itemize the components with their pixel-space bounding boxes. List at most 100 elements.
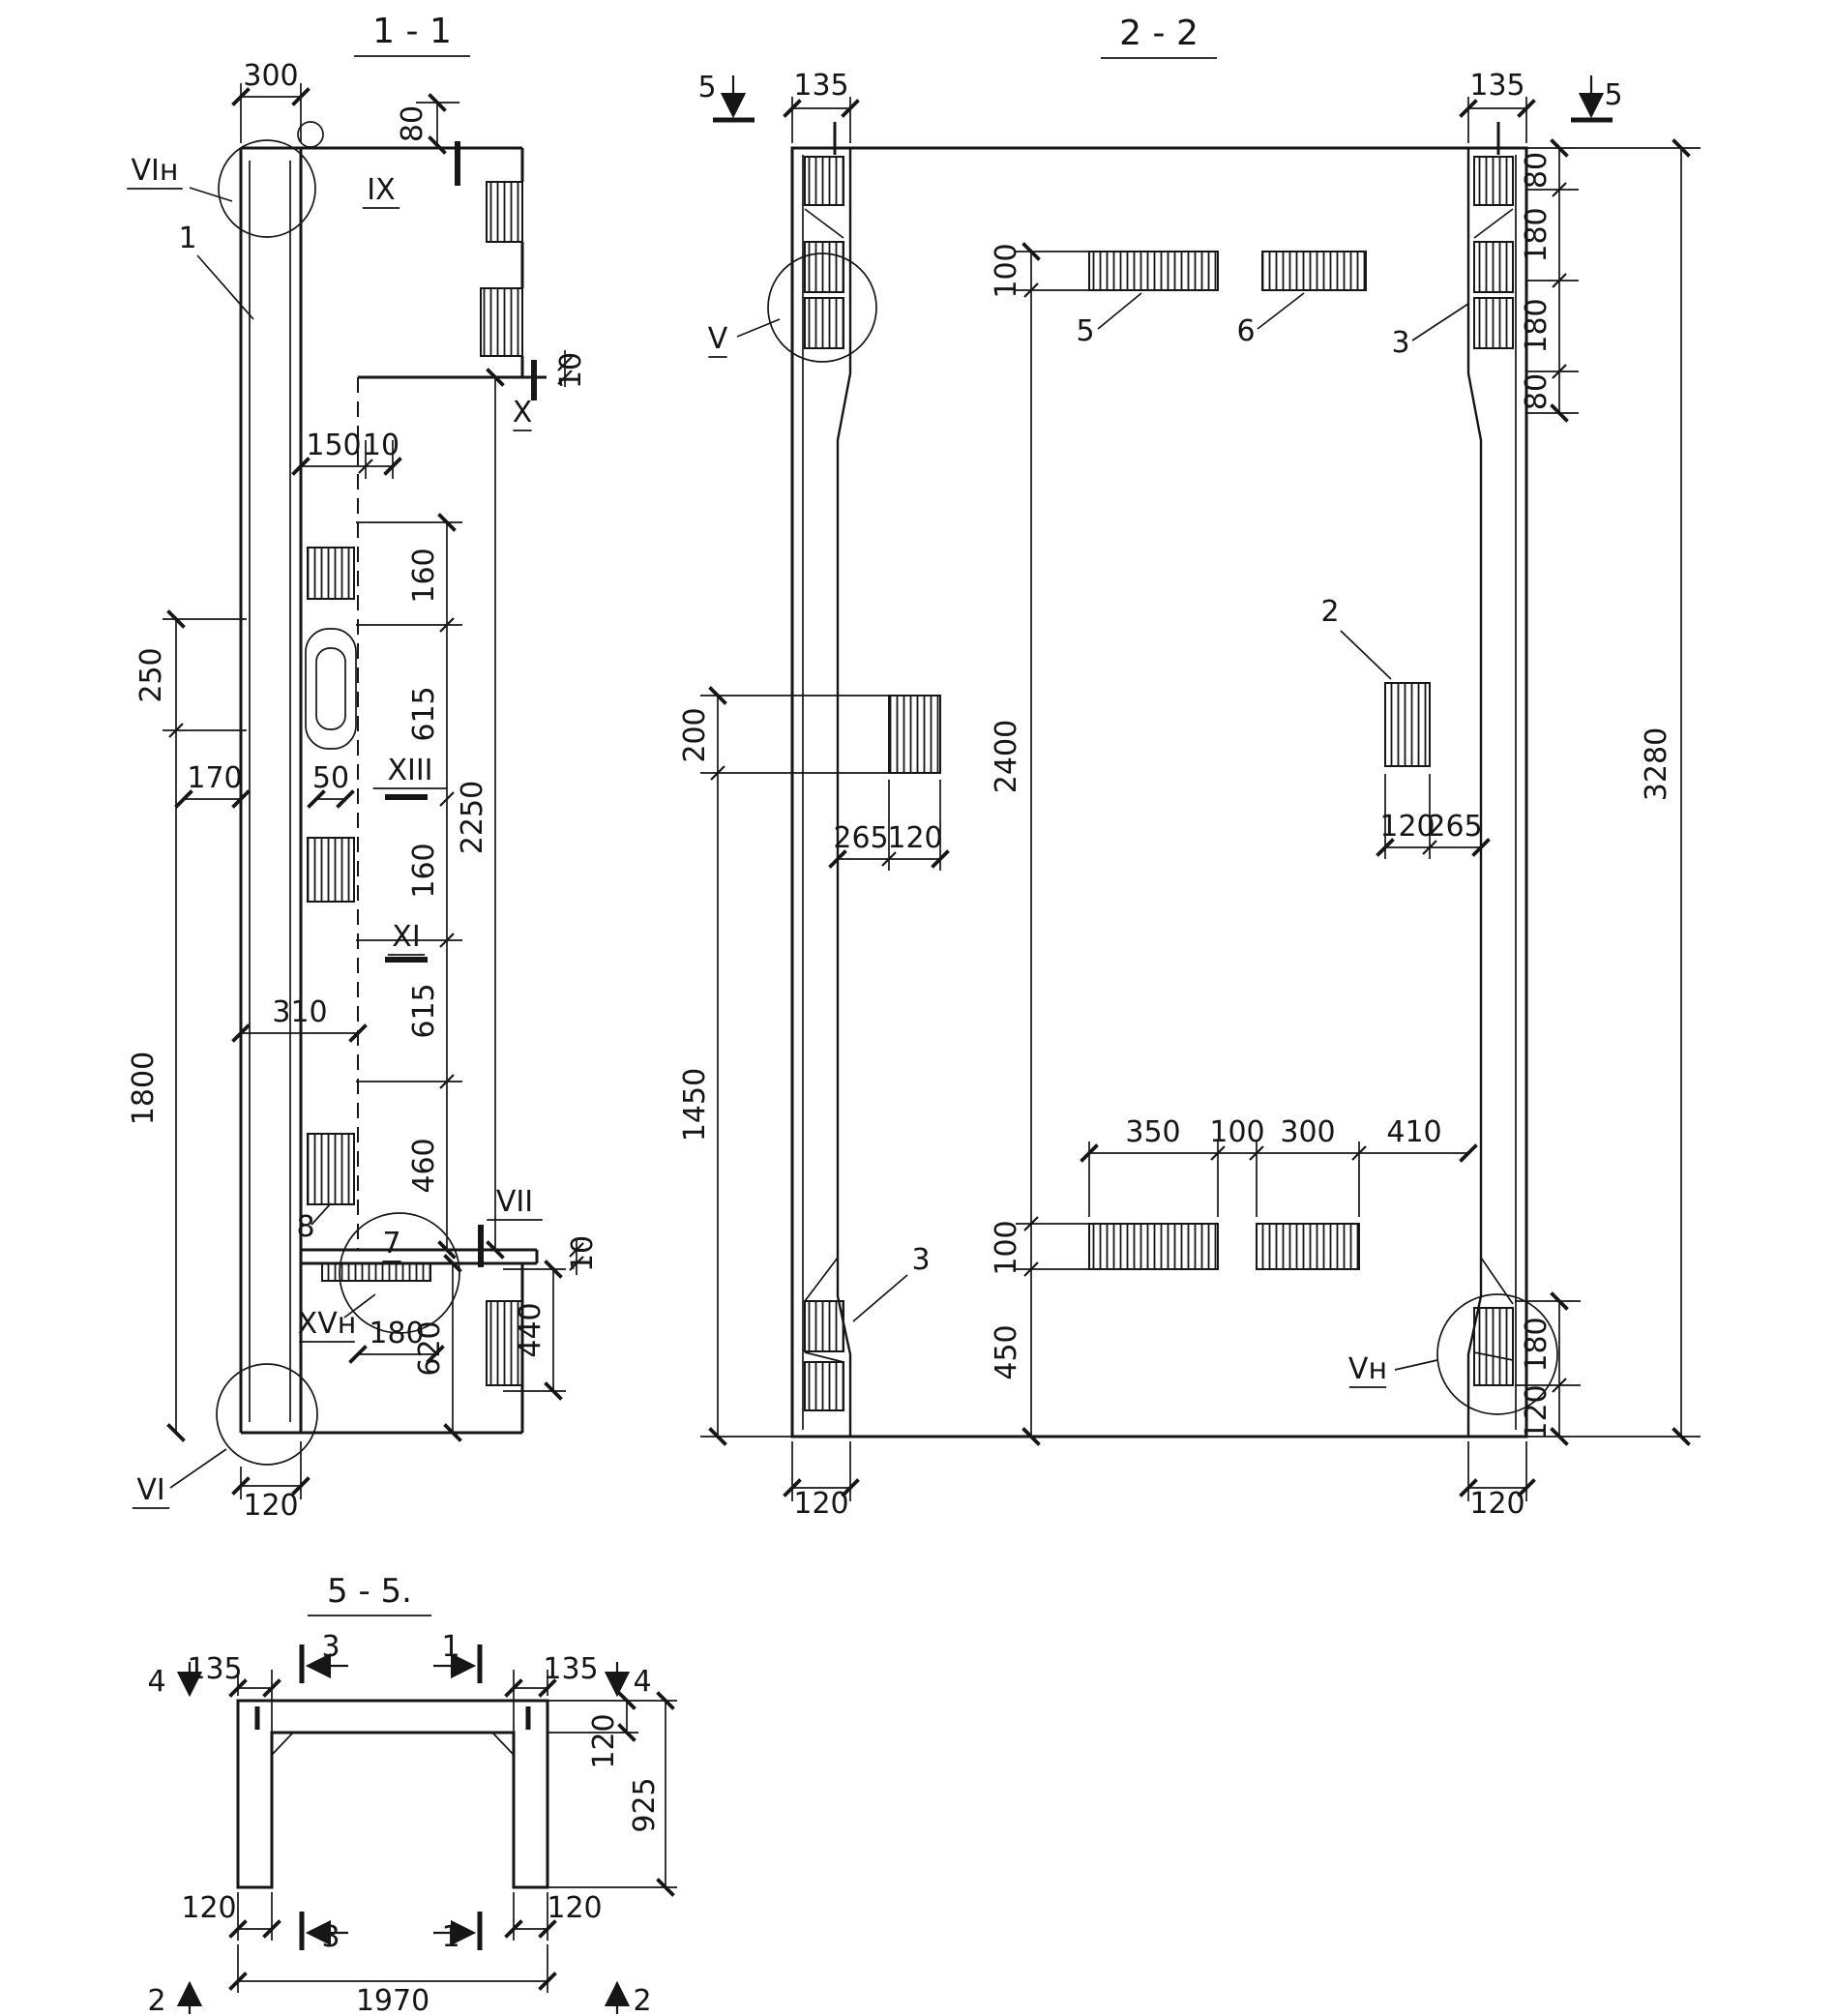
dim-135-left: 135 xyxy=(793,69,848,103)
dim-120-left-mid: 120 xyxy=(887,821,942,855)
rib-anchor-hatch xyxy=(804,241,844,293)
section-marker-xiii: XIII xyxy=(387,754,432,787)
dim-460: 460 xyxy=(407,1138,441,1193)
anchor-hatch xyxy=(307,837,355,903)
dim-120-chain-bottom: 120 xyxy=(1520,1384,1554,1439)
dimension-lines-1-1 xyxy=(163,83,584,1499)
section-marker-ix: IX xyxy=(367,173,395,207)
section-arrow-5-right: 5 xyxy=(1604,78,1622,112)
dim-120-leg-right: 120 xyxy=(547,1891,602,1925)
view-marker-xv-n: XVн xyxy=(298,1307,357,1341)
part-callout-7: 7 xyxy=(382,1227,400,1260)
dim-620: 620 xyxy=(413,1320,447,1376)
dim-1450: 1450 xyxy=(678,1068,712,1141)
view-marker-v-n: Vн xyxy=(1348,1352,1387,1386)
embed-plate-hatch xyxy=(1256,1223,1360,1270)
dim-410: 410 xyxy=(1386,1115,1441,1149)
dim-150: 150 xyxy=(306,429,361,462)
section-marker-x: X xyxy=(513,396,533,430)
section-title-1-1: 1 - 1 xyxy=(372,12,452,51)
dim-120-right-mid: 120 xyxy=(1379,810,1435,844)
dim-250: 250 xyxy=(134,647,168,702)
dim-100-top: 100 xyxy=(990,243,1023,298)
dim-2250: 2250 xyxy=(456,781,489,854)
anchor-hatch xyxy=(480,287,523,357)
rib-anchor-hatch xyxy=(804,1300,844,1352)
dim-120-bottom-left: 120 xyxy=(793,1487,848,1521)
part-callout-3-top: 3 xyxy=(1391,326,1409,360)
dim-50: 50 xyxy=(312,761,349,795)
dim-180-top-a: 180 xyxy=(1520,207,1554,262)
section-marker-vii: VII xyxy=(496,1185,533,1219)
part-callout-6: 6 xyxy=(1236,314,1255,348)
dim-450: 450 xyxy=(990,1324,1023,1379)
anchor-hatch xyxy=(307,547,355,600)
dim-80-top-a: 80 xyxy=(1520,152,1554,189)
dim-100-mid-h: 100 xyxy=(1209,1115,1264,1149)
rib-anchor-hatch xyxy=(804,1361,844,1411)
dimension-lines-5-5 xyxy=(228,1670,677,1993)
dim-265-left: 265 xyxy=(833,821,888,855)
detail-callout-circle xyxy=(767,252,877,363)
dim-160-a: 160 xyxy=(407,548,441,603)
section-arrow-1-bottom: 1 xyxy=(441,1920,459,1954)
section-cut-marks-1-1 xyxy=(385,141,537,1267)
detail-callout-circle xyxy=(216,1363,318,1466)
dim-200: 200 xyxy=(678,707,712,762)
console-hatch xyxy=(321,1262,431,1282)
dimension-lines-2-2 xyxy=(700,97,1701,1501)
dim-1800: 1800 xyxy=(127,1052,161,1125)
embed-plate-hatch xyxy=(1088,251,1219,291)
section-plane-arrows-5-5 xyxy=(176,1645,631,2014)
section-arrow-2-left: 2 xyxy=(147,1984,165,2016)
dim-300-bottom: 300 xyxy=(1280,1115,1335,1149)
section-arrow-3-bottom: 3 xyxy=(321,1920,340,1954)
section-title-5-5: 5 - 5. xyxy=(327,1572,412,1611)
section-marker-xi: XI xyxy=(392,920,420,954)
section-arrow-4-left: 4 xyxy=(147,1665,165,1699)
section-arrow-4-right: 4 xyxy=(633,1665,651,1699)
section-2-2: 2 - 2 xyxy=(700,14,1701,1501)
lifting-slot-outer xyxy=(305,628,357,750)
detail-callout-circles-1-1 xyxy=(216,139,460,1466)
dim-135-leg-left: 135 xyxy=(187,1652,242,1686)
part-callout-5: 5 xyxy=(1076,314,1094,348)
detail-callout-circle xyxy=(218,139,316,238)
dim-180-top-b: 180 xyxy=(1520,298,1554,353)
dim-615-a: 615 xyxy=(407,686,441,741)
section-plane-arrows-2-2 xyxy=(713,75,1613,123)
rebar-ticks xyxy=(254,1706,531,1730)
dim-180-bottom: 180 xyxy=(1520,1317,1554,1372)
dim-120-leg-left: 120 xyxy=(181,1891,236,1925)
dim-2400: 2400 xyxy=(990,720,1023,793)
rib-anchor-hatch xyxy=(1473,241,1514,293)
dim-3280: 3280 xyxy=(1640,727,1673,801)
view-marker-vi-n: VIн xyxy=(132,154,179,188)
part-callout-2: 2 xyxy=(1320,595,1339,629)
dim-350: 350 xyxy=(1125,1115,1180,1149)
part-callout-8: 8 xyxy=(296,1210,314,1244)
anchor-hatch xyxy=(486,1300,523,1386)
channel-outline-5-5 xyxy=(236,1699,549,1889)
embed-plate-hatch xyxy=(1261,251,1367,291)
view-marker-vi: VI xyxy=(136,1473,164,1507)
loop-bar-ticks xyxy=(833,122,1500,155)
dim-170: 170 xyxy=(187,761,242,795)
dim-615-b: 615 xyxy=(407,983,441,1038)
dim-1970: 1970 xyxy=(356,1984,429,2016)
dim-135-leg-right: 135 xyxy=(543,1652,598,1686)
dim-120-flange: 120 xyxy=(587,1713,621,1768)
dim-160-b: 160 xyxy=(407,843,441,898)
dim-80-s11: 80 xyxy=(396,105,429,142)
section-arrow-5-left: 5 xyxy=(697,71,716,104)
lifting-loop xyxy=(297,121,324,148)
dim-120-bottom-right: 120 xyxy=(1469,1487,1524,1521)
dim-80-top-b: 80 xyxy=(1520,373,1554,410)
dim-265-right: 265 xyxy=(1427,810,1482,844)
dim-100-bottom: 100 xyxy=(990,1220,1023,1275)
section-arrow-1-top: 1 xyxy=(441,1630,459,1664)
section-title-2-2: 2 - 2 xyxy=(1119,14,1199,53)
dim-440: 440 xyxy=(514,1302,548,1357)
anchor-hatches-2-2 xyxy=(804,156,1514,1411)
